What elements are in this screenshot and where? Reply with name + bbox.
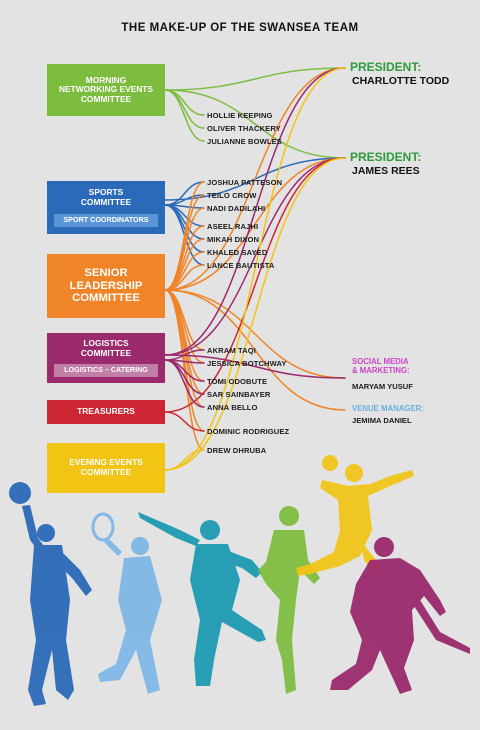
committee-label-line: LEADERSHIP	[69, 279, 143, 292]
senior-president-connector	[164, 157, 346, 291]
social-media-label: SOCIAL MEDIA & MARKETING:	[352, 357, 410, 376]
member-name: MIKAH DIXON	[207, 235, 260, 244]
treasurer-member-connector	[164, 411, 205, 432]
sports-committee-box: SPORTS COMMITTEE SPORT COORDINATORS	[47, 181, 165, 234]
tennis-player-silhouette	[91, 512, 162, 694]
member-name: ANNA BELLO	[207, 403, 258, 412]
member-name: HOLLIE KEEPING	[207, 111, 273, 120]
volleyball-player-silhouette	[296, 455, 414, 576]
member-name: ASEEL RAJHI	[207, 222, 259, 231]
committee-label-line: COMMITTEE	[72, 292, 140, 305]
logistics-president-connector	[164, 67, 346, 356]
morning-networking-committee-box: MORNING NETWORKING EVENTS COMMITTEE	[47, 64, 165, 116]
committee-label-line: NETWORKING EVENTS	[59, 84, 153, 95]
committee-label-line: COMMITTEE	[80, 347, 132, 358]
evening-president-connector	[164, 67, 346, 471]
member-name: JOSHUA PATTESON	[207, 178, 283, 187]
president-label: PRESIDENT:	[350, 150, 422, 164]
morning-president-connector	[164, 67, 346, 91]
member-name: KHALED SAYED	[207, 248, 268, 257]
member-name: DREW DHRUBA	[207, 446, 267, 455]
runner-silhouette	[258, 506, 320, 694]
sport-coordinators-label: SPORT COORDINATORS	[54, 214, 158, 227]
committee-label-line: EVENING EVENTS	[69, 457, 143, 468]
basketball-icon	[9, 482, 31, 504]
committee-label-line: SPORTS	[88, 187, 124, 197]
member-name: NADI DADILAHI	[207, 204, 266, 213]
senior-venue-connector	[164, 289, 346, 411]
venue-manager-name: JEMIMA DANIEL	[352, 416, 412, 425]
logistics-catering-label: LOGISTICS – CATERING	[54, 364, 158, 377]
member-name: AKRAM TAQI	[207, 346, 256, 355]
member-name: DOMINIC RODRIGUEZ	[207, 427, 290, 436]
member-name: TEILO CROW	[207, 191, 257, 200]
treasurers-box: TREASURERS	[47, 400, 165, 424]
hockey-stick-icon	[414, 600, 470, 654]
president-label: PRESIDENT:	[350, 60, 422, 74]
sprinter-silhouette	[138, 512, 266, 686]
social-media-label-line: & MARKETING:	[352, 366, 410, 376]
senior-leadership-committee-box: SENIOR LEADERSHIP COMMITTEE	[47, 254, 165, 318]
hockey-player-silhouette	[330, 537, 470, 694]
president-name: JAMES REES	[352, 165, 420, 177]
member-name: LANCE BAUTISTA	[207, 261, 275, 270]
committee-label-line: COMMITTEE	[80, 196, 132, 207]
page-title: THE MAKE-UP OF THE SWANSEA TEAM	[121, 22, 359, 34]
venue-manager-label: VENUE MANAGER:	[352, 404, 424, 413]
logistics-committee-box: LOGISTICS COMMITTEE LOGISTICS – CATERING	[47, 333, 165, 383]
member-name: OLIVER THACKERY	[207, 124, 281, 133]
committee-label-line: LOGISTICS	[83, 338, 129, 348]
logistics-member-connector	[164, 359, 205, 408]
tennis-racket-icon	[91, 512, 115, 542]
social-media-label-line: SOCIAL MEDIA	[352, 357, 409, 366]
social-media-manager-name: MARYAM YUSUF	[352, 382, 413, 391]
senior-president-connector	[164, 67, 346, 291]
member-name: TOMI ODOBUTE	[207, 377, 268, 386]
logistics-social-connector	[164, 354, 346, 379]
member-name: JULIANNE BOWLES	[207, 137, 282, 146]
committee-label-line: SENIOR	[84, 266, 128, 279]
committee-label-line: COMMITTEE	[80, 467, 132, 477]
member-name: JESSICA BOTCHWAY	[207, 359, 287, 368]
committee-label-line: MORNING	[85, 74, 127, 85]
evening-events-committee-box: EVENING EVENTS COMMITTEE	[47, 443, 165, 493]
committee-label-line: COMMITTEE	[80, 93, 132, 104]
logistics-president-connector	[164, 157, 346, 356]
member-name: SAR SAINBAYER	[207, 390, 271, 399]
morning-member-connector	[164, 89, 205, 142]
treasurer-president-connector	[164, 157, 346, 413]
evening-president-connector	[164, 157, 346, 471]
basketball-player-silhouette	[9, 482, 92, 706]
president-name: CHARLOTTE TODD	[352, 75, 450, 87]
senior-social-connector	[164, 289, 346, 379]
volleyball-icon	[322, 455, 338, 471]
morning-president-connector	[164, 89, 346, 159]
committee-label-line: TREASURERS	[77, 406, 135, 417]
